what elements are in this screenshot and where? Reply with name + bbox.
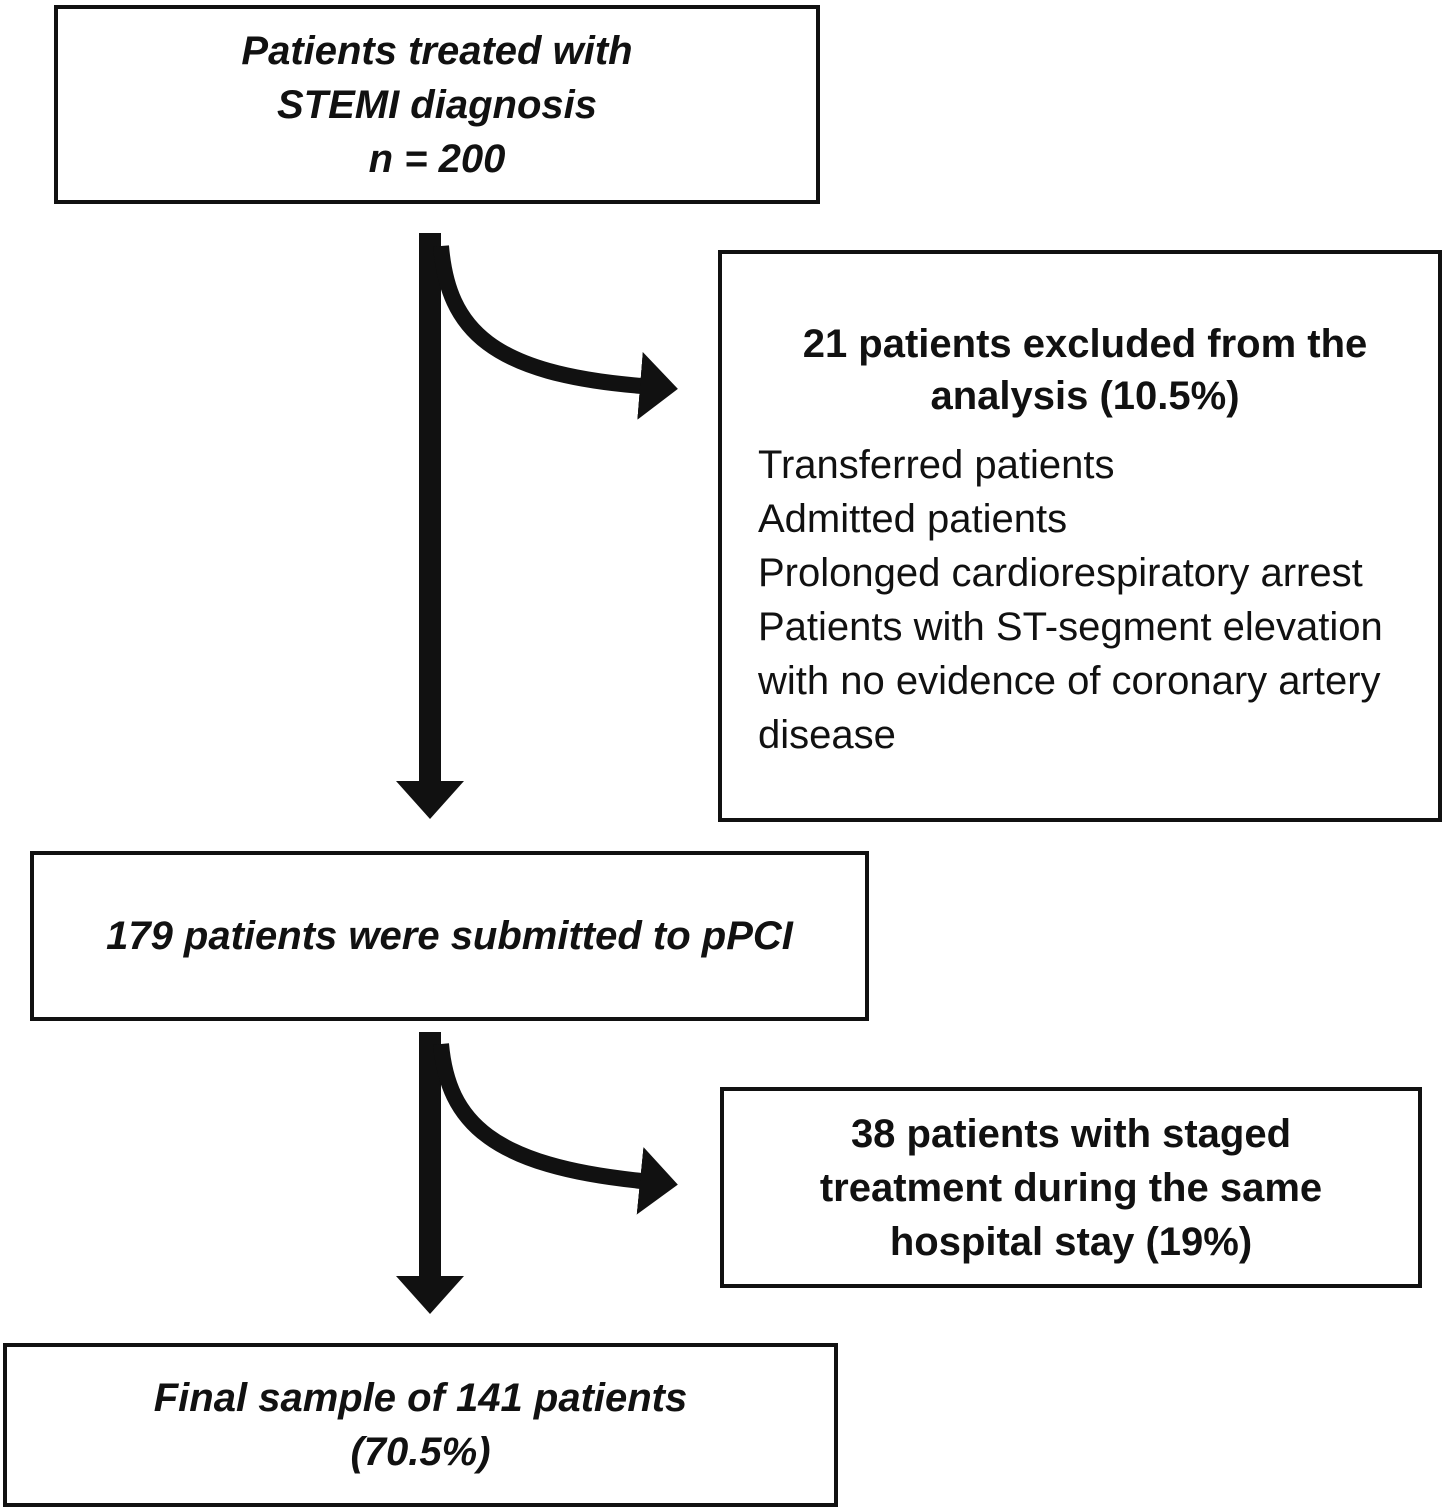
node-stemi-patients: Patients treated with STEMI diagnosis n … xyxy=(54,5,820,204)
node-final-line-2: (70.5%) xyxy=(350,1430,491,1474)
node-staged-line-3: hospital stay (19%) xyxy=(889,1219,1253,1264)
node-ppci-patients-text: 179 patients were submitted to pPCI xyxy=(106,914,793,958)
node-excluded-patients: 21 patients excluded from the analysis (… xyxy=(718,250,1442,822)
node-staged-line-2: treatment during the same xyxy=(819,1165,1323,1210)
excluded-reason-arrest: Prolonged cardiorespiratory arrest xyxy=(758,551,1363,595)
excluded-reason-admitted: Admitted patients xyxy=(758,497,1068,541)
node-stemi-patients-line-3: n = 200 xyxy=(368,136,506,181)
excluded-reason-no-cad: Patients with ST-segment elevation with … xyxy=(758,605,1383,757)
node-stemi-patients-line-1: Patients treated with xyxy=(241,28,633,73)
excluded-heading: 21 patients excluded from the analysis (… xyxy=(802,322,1368,418)
excluded-reasons-list: Transferred patients Admitted patients P… xyxy=(758,438,1412,762)
excluded-reason-transferred: Transferred patients xyxy=(758,443,1115,487)
arrow-initial-to-excluded xyxy=(433,245,678,420)
node-stemi-patients-line-2: STEMI diagnosis xyxy=(276,82,598,127)
arrow-ppci-to-staged xyxy=(433,1043,678,1215)
node-final-sample: Final sample of 141 patients (70.5%) xyxy=(3,1343,838,1507)
node-ppci-patients: 179 patients were submitted to pPCI xyxy=(30,851,869,1021)
node-staged-line-1: 38 patients with staged xyxy=(850,1111,1292,1156)
node-final-line-1: Final sample of 141 patients xyxy=(153,1376,688,1420)
node-staged-treatment: 38 patients with staged treatment during… xyxy=(720,1087,1422,1288)
